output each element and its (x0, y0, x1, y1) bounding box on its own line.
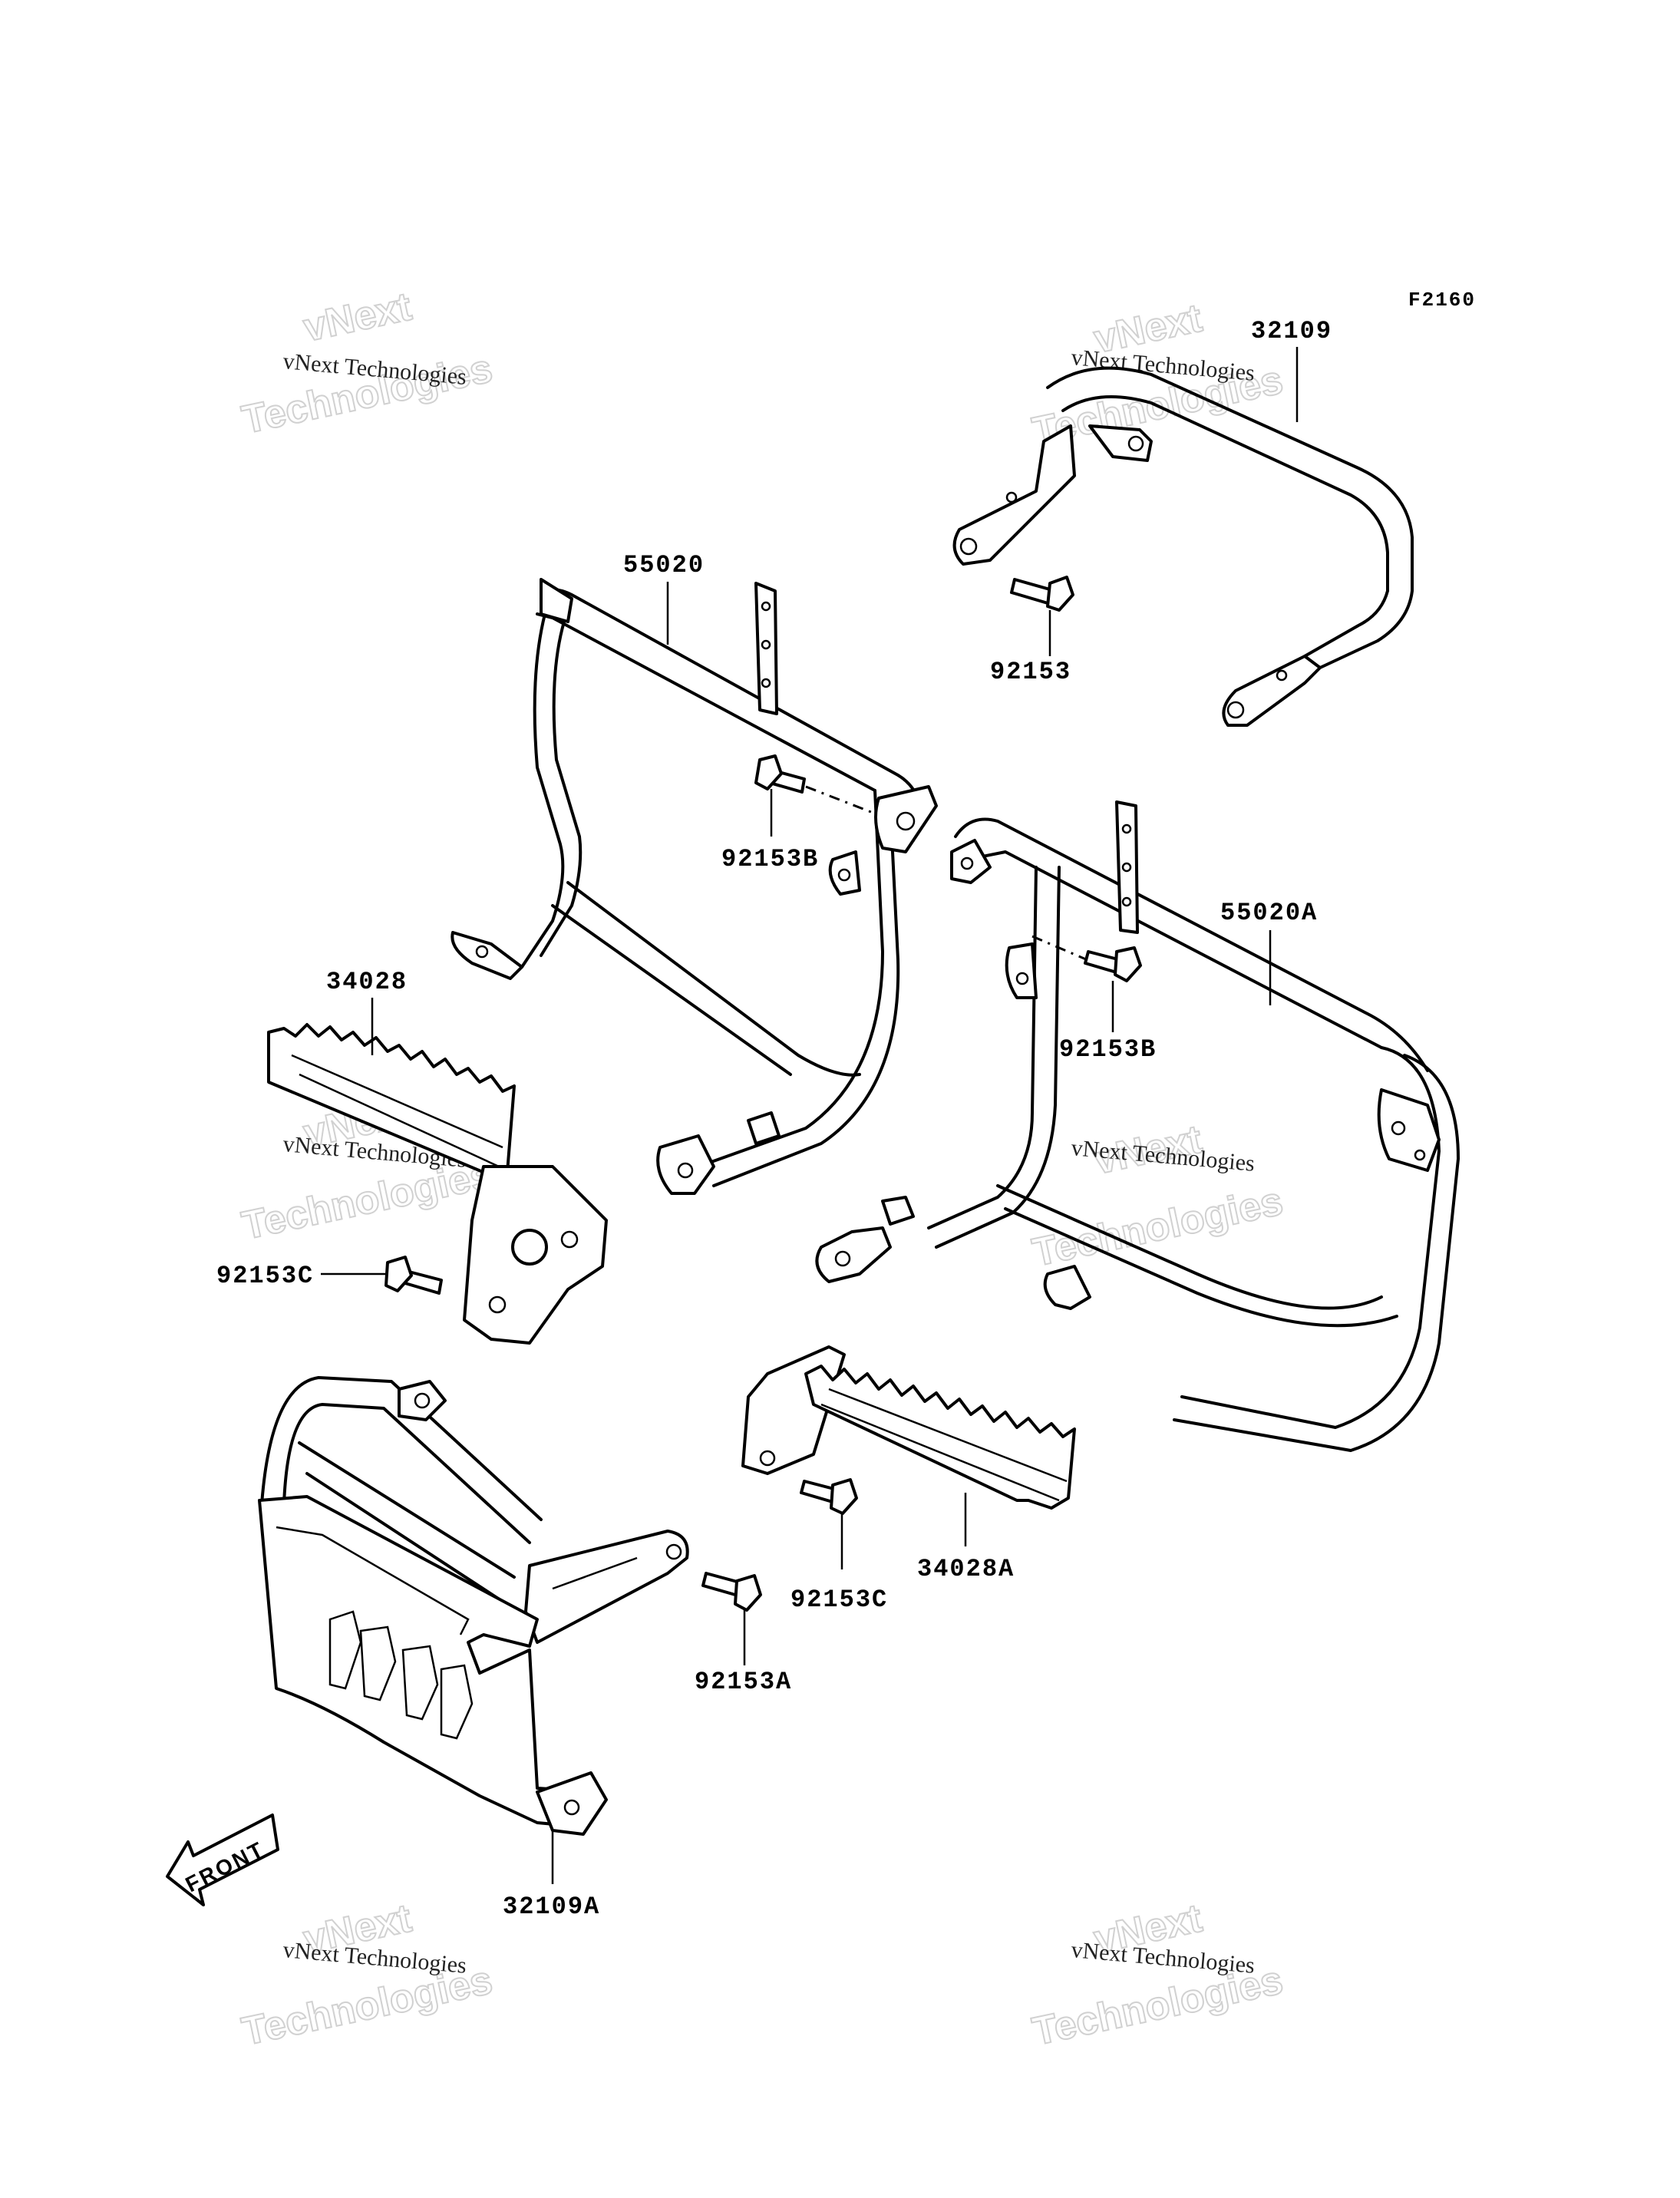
bolt-92153B-left (754, 754, 806, 794)
watermark-mid-right: vNext Technologies vNext Technologies (1028, 1117, 1287, 1276)
part-34028-left-footpeg (267, 1023, 608, 1345)
label-34028A: 34028A (917, 1555, 1015, 1583)
watermark-top-left: vNext Technologies vNext Technologies (237, 284, 497, 444)
label-92153: 92153 (990, 658, 1071, 686)
bolt-92153 (1010, 576, 1074, 612)
part-32109A-front-guard (258, 1376, 689, 1836)
part-34028A-right-footpeg (741, 1345, 1076, 1510)
label-92153C-left: 92153C (216, 1262, 314, 1290)
watermark-big-top: vNext (299, 285, 415, 351)
dash-92153B-left (805, 785, 876, 815)
bolt-92153C-left (385, 1256, 443, 1295)
label-92153B-left: 92153B (721, 845, 819, 873)
bolt-92153C-right (800, 1478, 858, 1515)
label-55020: 55020 (623, 551, 705, 579)
label-92153B-right: 92153B (1059, 1035, 1157, 1064)
part-55020A-right-guard (815, 800, 1460, 1452)
figure-code: F2160 (1408, 289, 1476, 312)
bolt-92153A (701, 1572, 762, 1612)
part-32109-rear-bar (952, 366, 1414, 727)
label-92153A: 92153A (695, 1668, 792, 1696)
bolt-92153B-right (1084, 946, 1142, 982)
label-55020A: 55020A (1220, 899, 1318, 927)
front-arrow-icon: FRONT (166, 1814, 279, 1906)
label-34028: 34028 (326, 968, 408, 996)
part-55020-left-guard (451, 578, 938, 1195)
watermark-bottom-left: vNext Technologies vNext Technologies (237, 1896, 497, 2055)
label-32109: 32109 (1251, 317, 1332, 345)
label-32109A: 32109A (503, 1893, 600, 1921)
watermark-bottom-right: vNext Technologies vNext Technologies (1028, 1896, 1287, 2055)
watermark-big-bottom: Technologies (1028, 1179, 1286, 1276)
dash-92153B-right (1031, 935, 1087, 961)
label-92153C-right: 92153C (790, 1586, 888, 1614)
